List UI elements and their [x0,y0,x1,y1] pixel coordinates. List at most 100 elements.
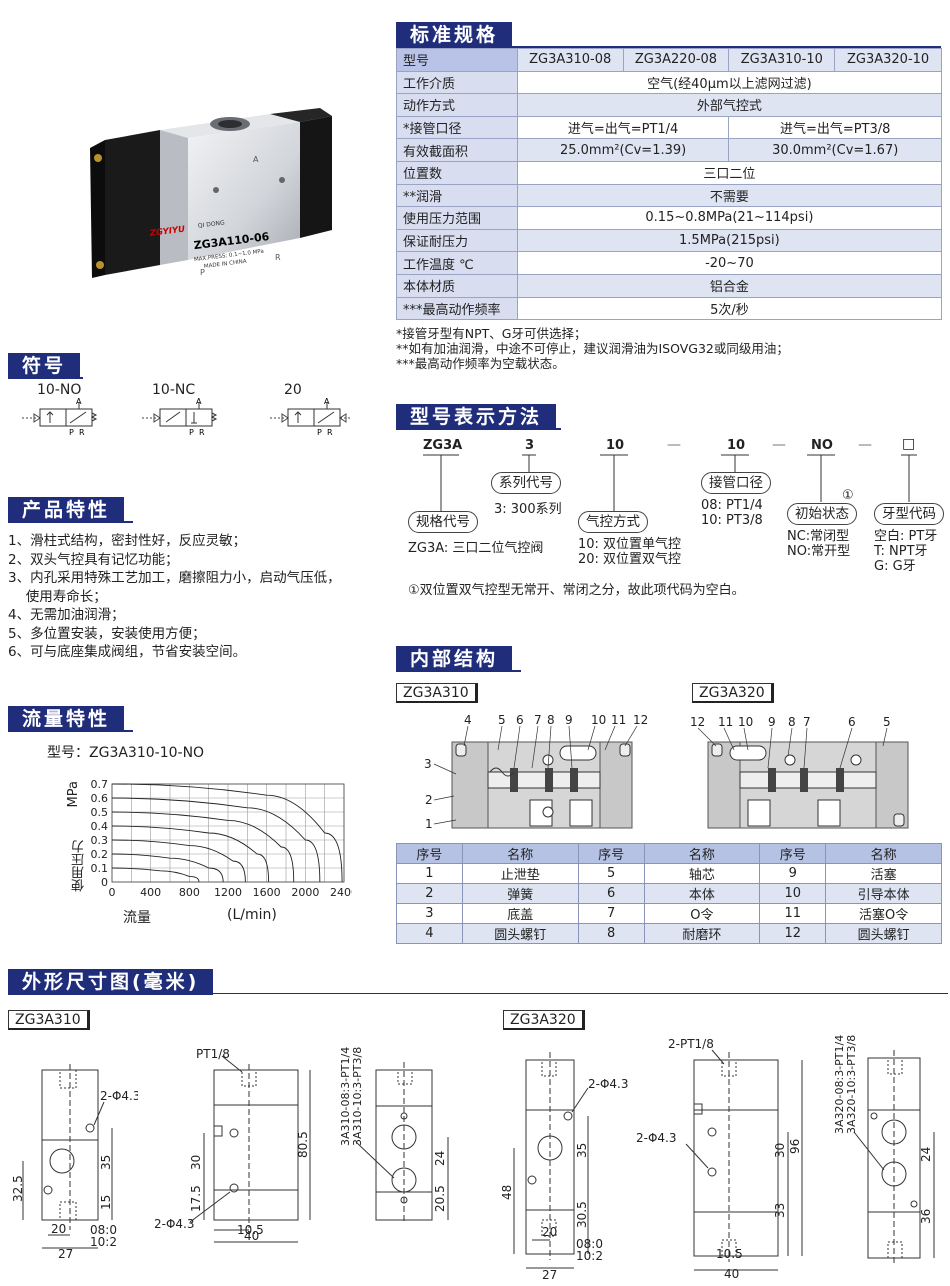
spec-value: 外部气控式 [516,93,943,117]
spec-notes: *接管牙型有NPT、G牙可供选择； **如有加油润滑，中途不可停止，建议润滑油为… [396,326,789,371]
parts-cell: 止泄垫 [461,863,579,884]
mount-hole [229,1183,239,1193]
spec-value: 0.15~0.8MPa(21~114psi) [516,206,943,230]
code-series: 3 [525,438,535,453]
code-spec-label: 规格代号 [408,511,478,533]
series-line [111,811,295,883]
port-r [569,799,593,827]
mount-hole [213,187,219,193]
dim-label: PT1/8 [196,1047,230,1061]
features-title-line [8,521,133,523]
model-code-title-line [396,428,561,430]
parts-cell: 活塞 [825,863,942,884]
dim-label: 2-Φ4.3 [100,1089,138,1103]
parts-cell: 耐磨环 [643,923,761,944]
flow-unit-y: MPa [66,781,81,808]
callout: 8 [788,715,796,729]
spec-model: ZG3A310-10 [728,48,836,72]
internal-title: 内部结构 [396,646,513,672]
pilot-body-section [707,741,741,829]
port-hidden [887,1241,903,1259]
feature-item: 3、内孔采用特殊工艺加工，磨擦阻力小，启动气压低， [8,570,341,586]
section-drawing-310: 4 5 6 7 8 9 10 11 12 3 2 1 [424,713,648,831]
series-line [111,797,321,883]
callout: 5 [498,713,506,727]
dim-label: 30.5 [575,1201,589,1228]
parts-cell: 底盖 [461,903,579,924]
spec-title: 标准规格 [396,22,513,48]
symbol-10-no: A P R [22,398,98,437]
symbol-port-r: R [327,428,333,437]
callout: 11 [718,715,733,729]
spec-value: 30.0mm²(Cv=1.67) [728,138,942,162]
dim-drawing-320-front: 3A320-08:3-PT1/4 3A320-10:3-PT3/8 24 36 [833,1035,935,1266]
symbol-port-r: R [79,428,85,437]
parts-cell: 圆头螺钉 [825,923,942,944]
dim-drawing-310-front: 3A310-08:3-PT1/4 3A310-10:3-PT3/8 24 20.… [339,1047,449,1224]
code-series-desc: 3: 300系列 [494,502,562,517]
mount-hole [527,1175,537,1185]
dim-label: 2-Φ4.3 [636,1131,677,1145]
dim-label: 10:2 [576,1249,603,1263]
code-thread-desc: 空白: PT牙 T: NPT牙 G: G牙 [874,529,937,574]
parts-cell: 2 [396,883,463,904]
parts-cell: 本体 [643,883,761,904]
spec-value: -20~70 [516,251,943,275]
flow-title-line [8,730,133,732]
dim-label: 10:2 [90,1235,117,1249]
parts-cell: 轴芯 [643,863,761,884]
x-tick-label: 1600 [253,886,281,899]
callout: 11 [611,713,626,727]
x-tick-label: 2000 [291,886,319,899]
code-thread: □ [902,436,916,452]
mount-hole [542,806,554,818]
y-tick-label: 0.4 [91,820,109,833]
screw [893,813,905,827]
port-hidden [887,1057,903,1075]
spec-table: 型号 ZG3A310-08 ZG3A220-08 ZG3A310-10 ZG3A… [396,48,943,321]
spec-label: 位置数 [396,160,518,185]
dims-title-line [8,993,948,994]
parts-cell: 5 [577,863,645,884]
leader [685,1143,709,1169]
parts-cell: 圆头螺钉 [461,923,579,944]
product-made: MADE IN CHINA [204,259,248,270]
x-tick-label: 400 [140,886,161,899]
product-port-r: R [275,253,281,262]
seal [570,768,578,792]
callout: 1 [425,817,433,831]
dim-label: 80.5 [296,1131,310,1158]
mount-hole [910,1200,918,1208]
product-brand-sub: QI DONG [198,219,226,229]
dim-label: 35 [99,1155,113,1170]
outline [693,1059,779,1257]
mount-hole [707,1167,717,1177]
parts-header: 序号 [577,843,645,864]
spec-header-label: 型号 [396,48,518,72]
y-tick-label: 0.6 [91,792,109,805]
symbol-port-p: P [317,428,322,437]
screw-icon [96,261,104,269]
symbol-port-a: A [76,398,82,406]
symbol-port-a: A [196,398,202,406]
spec-note: ***最高动作频率为空载状态。 [396,356,565,371]
screw [711,743,723,757]
dim-label: 10.5 [237,1223,264,1237]
parts-header: 序号 [396,843,463,864]
feature-item: 5、多位置安装，安装使用方便； [8,625,206,642]
code-ctrl: 10 [606,438,625,453]
symbol-10-nc: A P R [142,398,218,437]
parts-cell: 6 [577,883,645,904]
callout: 7 [803,715,811,729]
symbol-port-p: P [69,428,74,437]
code-dash: — [858,437,872,453]
series-line [111,853,224,883]
code-thread-label: 牙型代码 [874,503,944,525]
code-note: ①双位置双气控型无常开、常闭之分，故此项代码为空白。 [408,583,745,598]
port-hidden [59,1201,77,1221]
callout: 3 [424,757,432,771]
leader [355,1141,395,1179]
callout: 12 [690,715,705,729]
dim-label: 27 [542,1268,557,1280]
symbol-title: 符号 [8,353,81,379]
